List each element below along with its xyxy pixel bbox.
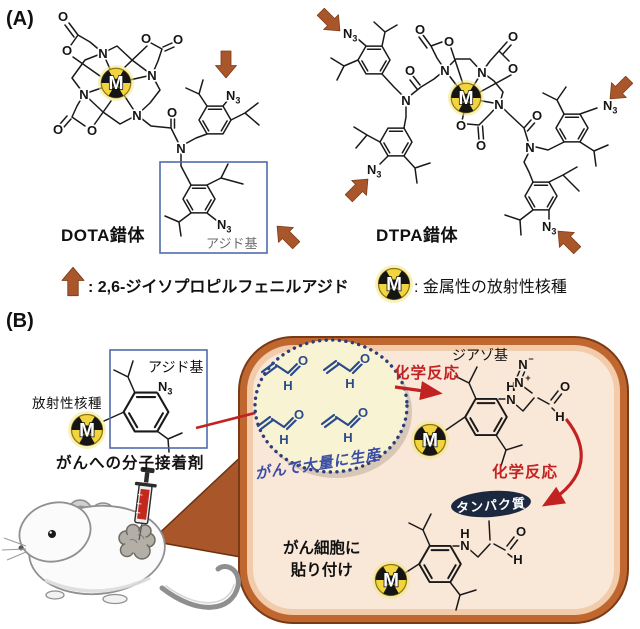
svg-text:O: O bbox=[444, 34, 454, 49]
legend-m-meaning: : 金属性の放射性核種 bbox=[414, 279, 567, 296]
azide-label bbox=[365, 160, 384, 182]
svg-text:N: N bbox=[440, 63, 449, 78]
svg-text:O: O bbox=[141, 31, 151, 46]
svg-text:−: − bbox=[528, 354, 533, 364]
reaction-label-1: 化学反応 bbox=[394, 365, 461, 382]
svg-text:O: O bbox=[167, 105, 177, 120]
svg-text:O: O bbox=[58, 9, 68, 24]
svg-text:O: O bbox=[53, 122, 63, 137]
legend-arrow-icon bbox=[61, 266, 85, 297]
azide-label bbox=[224, 86, 243, 108]
svg-text:O: O bbox=[508, 61, 518, 76]
radiation-m-icon bbox=[447, 79, 485, 117]
reaction-arrow-2 bbox=[541, 417, 583, 507]
radiation-m-icon bbox=[371, 560, 411, 600]
reaction-arrow-1 bbox=[394, 381, 443, 401]
radiation-m-icon bbox=[410, 420, 450, 460]
dota-structure: O O O O O O O N N N N N bbox=[51, 7, 260, 237]
svg-text:N: N bbox=[477, 65, 486, 80]
reaction-label-2: 化学反応 bbox=[492, 464, 559, 481]
syringe bbox=[134, 466, 157, 541]
svg-text:O: O bbox=[173, 32, 183, 47]
azide-label bbox=[540, 217, 559, 239]
svg-text:O: O bbox=[508, 29, 518, 44]
azide-highlight-box-b bbox=[109, 349, 208, 449]
svg-text:N: N bbox=[518, 357, 527, 372]
dota-caption: DOTA錯体 bbox=[61, 226, 145, 245]
azide-group-label-b: アジド基 bbox=[148, 359, 204, 375]
svg-text:O: O bbox=[516, 524, 526, 539]
block-arrow-icon bbox=[269, 218, 305, 254]
radiation-m-icon bbox=[67, 410, 107, 450]
svg-text:O: O bbox=[560, 379, 570, 394]
svg-text:+: + bbox=[525, 373, 530, 383]
dtpa-structure: O O O O O O O O N N N N N bbox=[330, 20, 620, 239]
svg-text:H: H bbox=[513, 552, 522, 567]
azide-label bbox=[215, 215, 234, 237]
panel-b-tag: (B) bbox=[6, 310, 34, 332]
azide-highlight-box-a bbox=[159, 161, 268, 254]
molecular-adhesive-caption: がんへの分子接着剤 bbox=[56, 455, 205, 472]
azide-group-label-a: アジド基 bbox=[206, 236, 258, 251]
mouse-eye bbox=[48, 530, 56, 538]
radionuclide-label: 放射性核種 bbox=[32, 396, 102, 411]
svg-text:O: O bbox=[456, 118, 466, 133]
mouse-whiskers bbox=[1, 537, 27, 561]
legend-arrow-meaning: : 2,6-ジイソプロピルフェニルアジド bbox=[88, 279, 349, 296]
azide-label bbox=[341, 24, 360, 46]
svg-text:O: O bbox=[405, 63, 415, 78]
svg-text:O: O bbox=[532, 108, 542, 123]
svg-text:O: O bbox=[476, 138, 486, 153]
svg-text:N: N bbox=[401, 93, 410, 108]
diazo-group-label: ジアゾ基 bbox=[452, 347, 508, 363]
radiation-m-icon bbox=[97, 64, 135, 102]
protein-adduct-molecule: H N O H bbox=[371, 513, 528, 611]
svg-text:N: N bbox=[460, 538, 469, 553]
panel-a-tag: (A) bbox=[6, 8, 34, 30]
acrolein-vesicle bbox=[253, 338, 412, 478]
legend-m-icon bbox=[374, 264, 414, 304]
svg-text:N: N bbox=[98, 46, 107, 61]
block-arrow-icon bbox=[215, 50, 237, 79]
tumor bbox=[118, 523, 156, 560]
svg-text:O: O bbox=[415, 22, 425, 37]
svg-text:N: N bbox=[514, 375, 523, 390]
mouse-illustration bbox=[1, 466, 241, 610]
pointer-line bbox=[195, 410, 260, 430]
mouse-tail bbox=[159, 563, 241, 610]
svg-text:O: O bbox=[87, 123, 97, 138]
svg-text:H: H bbox=[506, 379, 515, 394]
svg-text:N: N bbox=[506, 392, 515, 407]
azide-label bbox=[156, 377, 175, 399]
adhesive-molecule bbox=[67, 360, 183, 453]
svg-text:N: N bbox=[132, 108, 141, 123]
attach-caption: がん細胞に 貼り付け bbox=[283, 540, 361, 579]
svg-text:N: N bbox=[79, 87, 88, 102]
svg-text:H: H bbox=[460, 526, 469, 541]
azide-label bbox=[601, 96, 620, 118]
svg-text:N: N bbox=[147, 68, 156, 83]
svg-text:H: H bbox=[555, 409, 564, 424]
svg-text:N: N bbox=[176, 141, 185, 156]
diazo-molecule: H N N + N − O H bbox=[410, 352, 572, 467]
svg-text:O: O bbox=[62, 43, 72, 58]
svg-text:N: N bbox=[525, 140, 534, 155]
svg-text:N: N bbox=[494, 97, 503, 112]
dtpa-caption: DTPA錯体 bbox=[376, 226, 459, 245]
